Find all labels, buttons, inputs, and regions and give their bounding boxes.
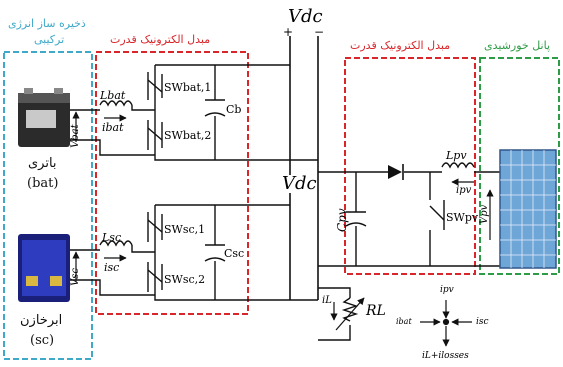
- right-converter-title: مبدل الکترونیک قدرت: [350, 39, 451, 52]
- csc-label: Csc: [224, 247, 245, 260]
- bus-plus: +: [283, 25, 294, 39]
- cpv-label: Cpv: [335, 208, 349, 232]
- i-sc-label: isc: [104, 261, 120, 274]
- pv-converter-wires: [318, 162, 500, 267]
- load-wires: [318, 287, 359, 341]
- node-current-diagram: [420, 300, 472, 347]
- sw-sc1-label: SWsc,1: [164, 223, 206, 236]
- battery-branch-wires: [70, 64, 318, 161]
- i-bat-label: ibat: [102, 121, 124, 134]
- node-ibat-label: ibat: [396, 317, 412, 326]
- sw-bat2-label: SWbat,2: [164, 129, 212, 142]
- diode-icon: [388, 164, 404, 180]
- pv-panel-box: [479, 57, 560, 275]
- supercapacitor-icon: [18, 234, 70, 302]
- dc-bus: [289, 36, 319, 300]
- sc-branch-wires: [70, 204, 318, 301]
- storage-title-line1: ذخیره ساز انرژی: [8, 17, 86, 30]
- vdc-top-label: Vdc: [288, 6, 323, 27]
- il-label: iL: [322, 295, 332, 306]
- l-sc-label: Lsc: [102, 231, 122, 244]
- lpv-label: Lpv: [446, 149, 467, 162]
- switch-sw-sc2: [147, 262, 163, 292]
- rl-label: RL: [366, 303, 386, 319]
- node-il-losses-label: iL+ilosses: [422, 351, 469, 361]
- v-bat-label: Vbat: [70, 124, 81, 148]
- v-sc-label: Vsc: [70, 268, 81, 286]
- node-isc-label: isc: [476, 317, 489, 327]
- storage-title-line2: ترکیبی: [34, 33, 65, 46]
- right-converter-box: [344, 57, 476, 275]
- sw-bat1-label: SWbat,1: [164, 81, 212, 94]
- swpv-label: SWpv: [446, 211, 479, 224]
- left-converter-title: مبدل الکترونیک قدرت: [110, 33, 211, 46]
- switch-sw-bat1: [147, 72, 163, 100]
- pv-panel-title: پانل خورشیدی: [484, 39, 551, 52]
- sc-label-fa: ابرخازن: [20, 313, 63, 328]
- sc-label-en: (sc): [30, 333, 55, 348]
- ipv-label: ipv: [456, 185, 472, 196]
- battery-icon: [18, 88, 70, 147]
- solar-panel-icon: [499, 149, 557, 269]
- cb-label: Cb: [226, 103, 242, 116]
- bus-minus: −: [314, 25, 325, 39]
- sw-sc2-label: SWsc,2: [164, 273, 206, 286]
- battery-label-en: (bat): [27, 176, 59, 191]
- resistor-icon: [335, 297, 365, 331]
- battery-label-fa: باتری: [28, 156, 57, 171]
- switch-sw-sc1: [147, 212, 163, 242]
- node-ipv-label: ipv: [440, 285, 454, 295]
- vdc-mid-label: Vdc: [282, 173, 317, 194]
- vpv-label: Vpv: [479, 204, 490, 224]
- switch-sw-bat2: [147, 120, 163, 150]
- l-bat-label: Lbat: [100, 89, 126, 102]
- left-converter-box: [95, 51, 249, 315]
